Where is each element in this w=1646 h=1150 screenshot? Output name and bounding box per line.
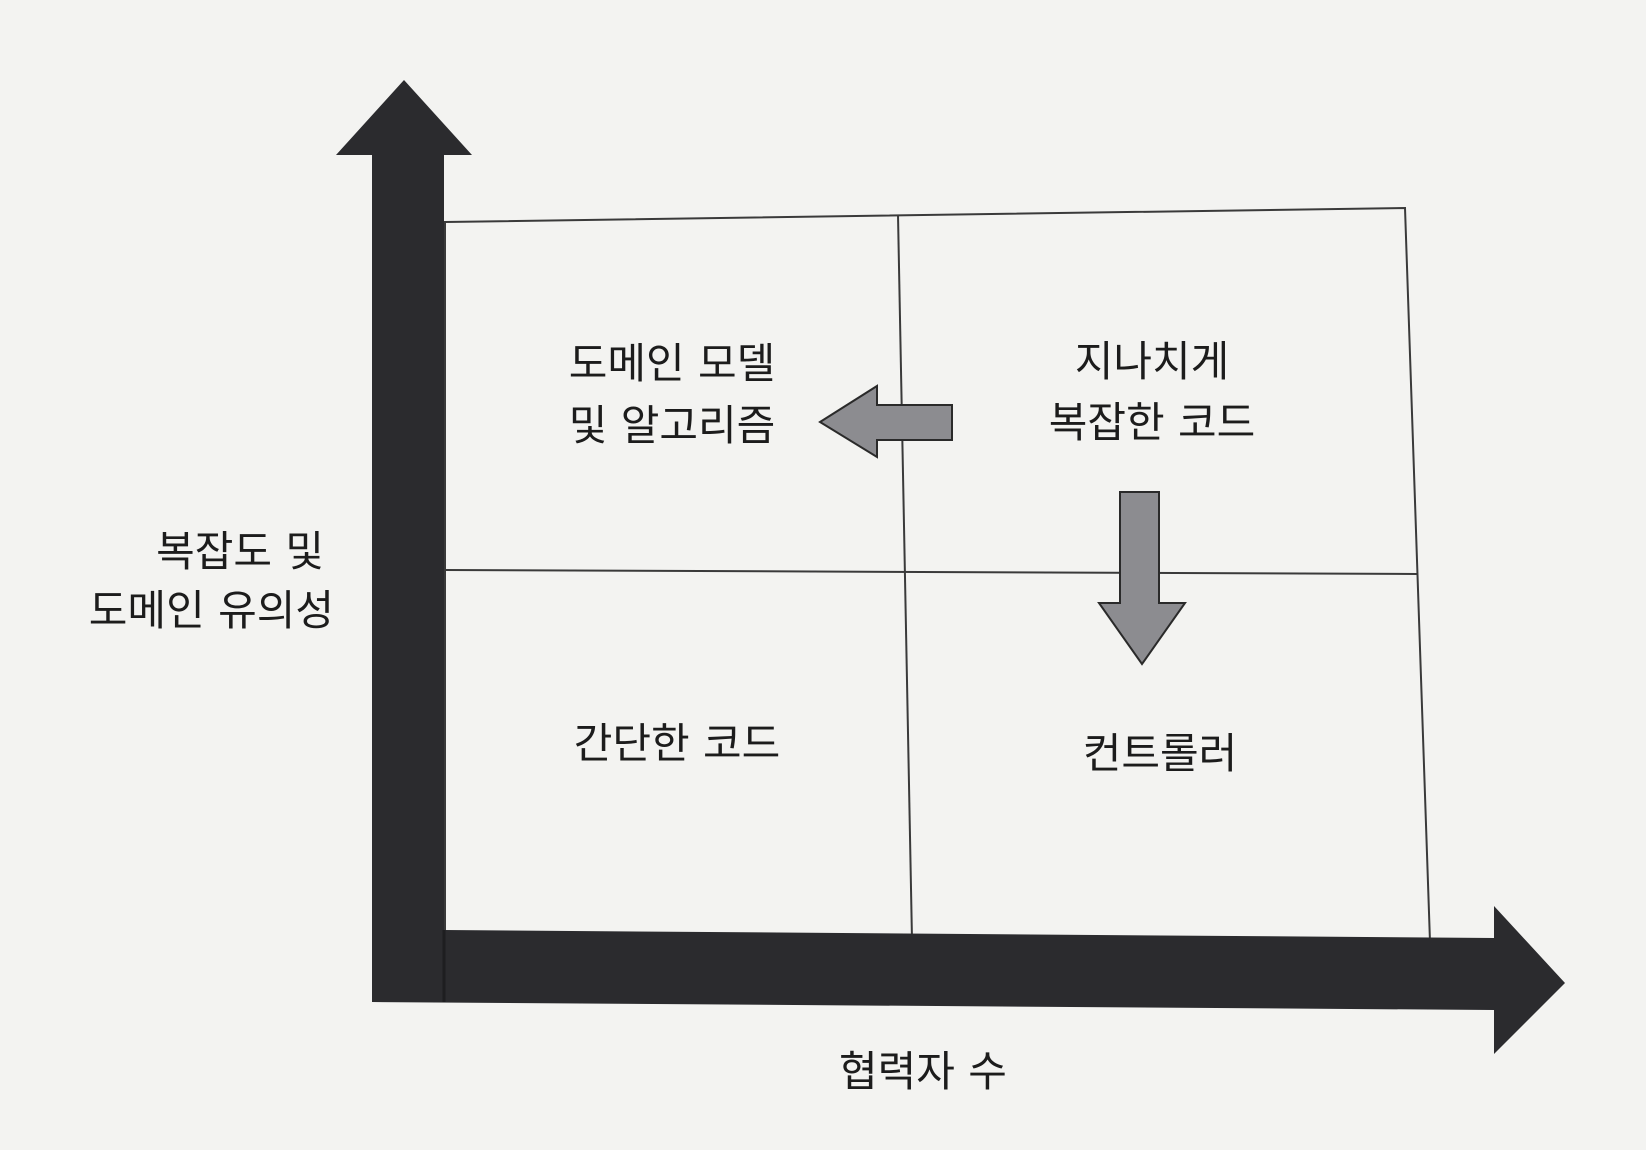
x-axis-label: 협력자 수: [839, 1047, 1007, 1096]
quadrant-top-right-label-line1: 지나치게: [1075, 337, 1230, 386]
left-pointing-arrow: [818, 384, 953, 459]
quadrant-top-right-label-line2: 복잡한 코드: [1049, 398, 1256, 447]
quadrant-bottom-right-label: 컨트롤러: [1083, 729, 1238, 778]
quadrant-bottom-left-label: 간단한 코드: [574, 719, 781, 768]
quadrant-grid: [444, 206, 1432, 944]
quadrant-top-left-label-line1: 도메인 모델: [569, 339, 776, 388]
grid-vertical-divider: [897, 214, 913, 941]
quadrant-top-left-label-line2: 및 알고리즘: [569, 401, 776, 450]
x-axis-arrow: [372, 906, 1565, 1054]
y-axis-label-line1: 복잡도 및: [156, 527, 324, 576]
grid-horizontal-divider: [444, 569, 1418, 575]
grid-outer-border: [444, 206, 1432, 944]
y-axis-label-line2: 도메인 유의성: [89, 586, 334, 635]
down-pointing-arrow: [1097, 491, 1187, 666]
y-axis-arrow: [336, 80, 472, 1002]
